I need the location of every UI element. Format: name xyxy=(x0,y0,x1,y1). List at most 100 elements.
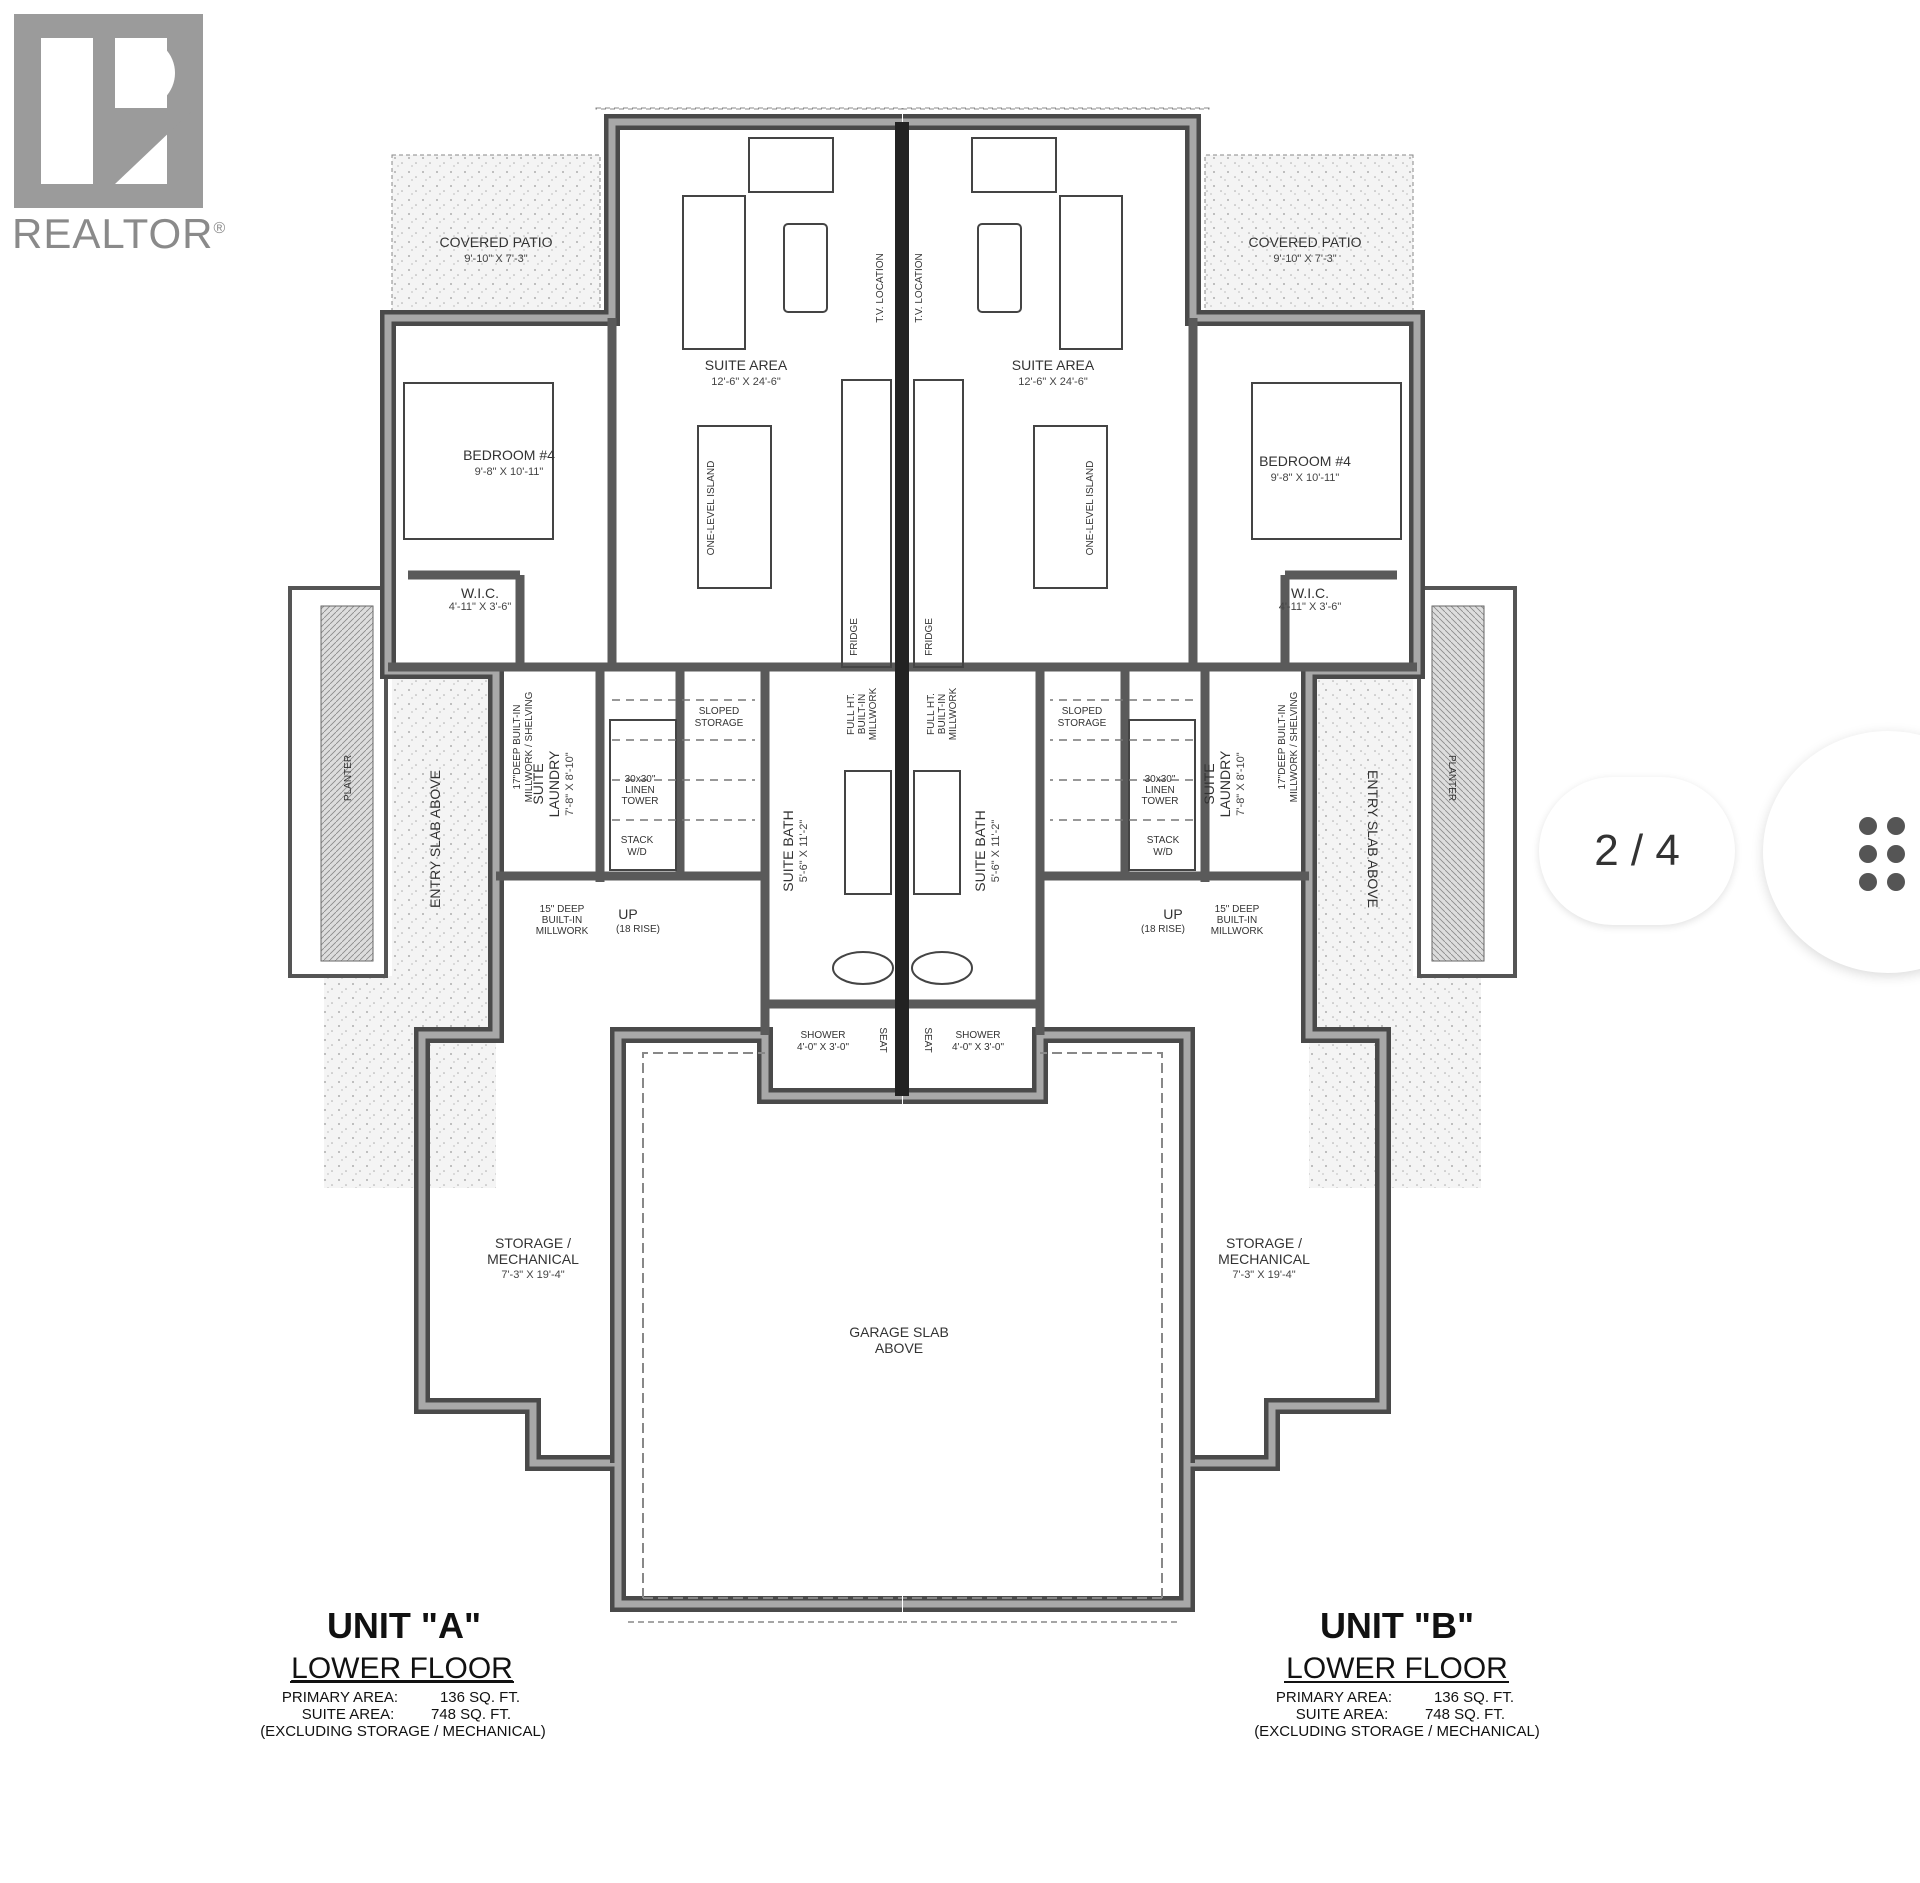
svg-text:TOWER: TOWER xyxy=(621,796,658,807)
svg-text:FRIDGE: FRIDGE xyxy=(924,618,935,656)
svg-text:UP: UP xyxy=(618,906,637,922)
svg-text:(18 RISE): (18 RISE) xyxy=(1141,924,1185,935)
svg-text:SUITE: SUITE xyxy=(530,763,546,804)
svg-text:9'-10" X 7'-3": 9'-10" X 7'-3" xyxy=(1273,253,1336,265)
svg-text:BUILT-IN: BUILT-IN xyxy=(542,915,582,926)
svg-text:PLANTER: PLANTER xyxy=(1446,755,1457,801)
svg-text:PRIMARY AREA:: PRIMARY AREA: xyxy=(1276,1689,1392,1706)
svg-text:15" DEEP: 15" DEEP xyxy=(540,904,585,915)
pager-label: 2 / 4 xyxy=(1594,826,1680,875)
svg-text:136 SQ. FT.: 136 SQ. FT. xyxy=(1434,1689,1514,1706)
svg-text:MILLWORK / SHELVING: MILLWORK / SHELVING xyxy=(524,691,535,802)
svg-text:COVERED PATIO: COVERED PATIO xyxy=(1248,234,1361,250)
svg-text:FULL HT.: FULL HT. xyxy=(846,693,857,735)
svg-text:W.I.C.: W.I.C. xyxy=(1291,585,1329,601)
svg-text:748 SQ. FT.: 748 SQ. FT. xyxy=(1425,1706,1505,1723)
svg-text:T.V. LOCATION: T.V. LOCATION xyxy=(875,253,886,322)
svg-text:7'-3" X 19'-4": 7'-3" X 19'-4" xyxy=(501,1269,564,1281)
svg-text:UP: UP xyxy=(1163,906,1182,922)
svg-text:BEDROOM #4: BEDROOM #4 xyxy=(1259,453,1351,469)
garage-label-2: ABOVE xyxy=(875,1340,923,1356)
svg-text:4'-0" X 3'-0": 4'-0" X 3'-0" xyxy=(797,1042,850,1053)
svg-text:9'-8" X 10'-11": 9'-8" X 10'-11" xyxy=(1271,472,1340,484)
svg-text:SUITE BATH: SUITE BATH xyxy=(972,810,988,891)
grid-dots-icon xyxy=(1859,817,1905,891)
svg-text:LOWER FLOOR: LOWER FLOOR xyxy=(291,1652,513,1685)
svg-text:30x30": 30x30" xyxy=(1145,774,1176,785)
svg-text:7'-3" X 19'-4": 7'-3" X 19'-4" xyxy=(1232,1269,1295,1281)
svg-text:(18 RISE): (18 RISE) xyxy=(616,924,660,935)
svg-text:136 SQ. FT.: 136 SQ. FT. xyxy=(440,1689,520,1706)
svg-text:BUILT-IN: BUILT-IN xyxy=(937,694,948,734)
unit-b-labels: COVERED PATIO 9'-10" X 7'-3" SUITE AREA … xyxy=(914,234,1457,1281)
svg-text:COVERED PATIO: COVERED PATIO xyxy=(439,234,552,250)
svg-text:SUITE AREA: SUITE AREA xyxy=(705,357,788,373)
svg-text:5'-6" X 11'-2": 5'-6" X 11'-2" xyxy=(798,820,810,883)
svg-text:MILLWORK: MILLWORK xyxy=(948,687,959,740)
svg-text:STACK: STACK xyxy=(1147,835,1180,846)
svg-text:STORAGE /: STORAGE / xyxy=(1226,1235,1302,1251)
svg-text:TOWER: TOWER xyxy=(1141,796,1178,807)
svg-text:ENTRY SLAB ABOVE: ENTRY SLAB ABOVE xyxy=(427,770,443,908)
svg-text:W.I.C.: W.I.C. xyxy=(461,585,499,601)
svg-text:4'-0" X 3'-0": 4'-0" X 3'-0" xyxy=(952,1042,1005,1053)
svg-text:15" DEEP: 15" DEEP xyxy=(1215,904,1260,915)
svg-text:30x30": 30x30" xyxy=(625,774,656,785)
svg-text:SEAT: SEAT xyxy=(877,1027,888,1052)
svg-text:LAUNDRY: LAUNDRY xyxy=(546,750,562,817)
svg-text:FRIDGE: FRIDGE xyxy=(849,618,860,656)
svg-text:UNIT "B": UNIT "B" xyxy=(1320,1605,1474,1646)
svg-text:SUITE AREA:: SUITE AREA: xyxy=(302,1706,395,1723)
svg-text:UNIT "A": UNIT "A" xyxy=(327,1605,481,1646)
svg-text:STACK: STACK xyxy=(621,835,654,846)
svg-text:SUITE AREA:: SUITE AREA: xyxy=(1296,1706,1389,1723)
svg-text:(EXCLUDING STORAGE / MECHANICA: (EXCLUDING STORAGE / MECHANICAL) xyxy=(260,1723,546,1740)
realtor-logo xyxy=(14,14,203,208)
svg-text:LINEN: LINEN xyxy=(625,785,654,796)
svg-text:12'-6" X 24'-6": 12'-6" X 24'-6" xyxy=(1018,376,1088,388)
svg-text:PLANTER: PLANTER xyxy=(343,755,354,801)
svg-text:SLOPED: SLOPED xyxy=(1062,706,1103,717)
svg-text:LAUNDRY: LAUNDRY xyxy=(1217,750,1233,817)
svg-text:7'-8" X 8'-10": 7'-8" X 8'-10" xyxy=(1235,752,1247,815)
svg-text:SUITE BATH: SUITE BATH xyxy=(780,810,796,891)
garage-label: GARAGE SLAB xyxy=(849,1324,949,1340)
svg-text:MILLWORK: MILLWORK xyxy=(1211,926,1264,937)
realtor-wordmark: REALTOR® xyxy=(12,210,227,257)
unit-a-title-block: UNIT "A" LOWER FLOOR PRIMARY AREA: 136 S… xyxy=(260,1605,546,1740)
svg-text:9'-10" X 7'-3": 9'-10" X 7'-3" xyxy=(464,253,527,265)
svg-text:SHOWER: SHOWER xyxy=(956,1030,1001,1041)
svg-text:17"DEEP BUILT-IN: 17"DEEP BUILT-IN xyxy=(1277,705,1288,790)
svg-text:BEDROOM #4: BEDROOM #4 xyxy=(463,447,555,463)
unit-a-plan xyxy=(290,108,902,1622)
svg-text:ENTRY SLAB ABOVE: ENTRY SLAB ABOVE xyxy=(1365,770,1381,908)
unit-b-title-block: UNIT "B" LOWER FLOOR PRIMARY AREA: 136 S… xyxy=(1254,1605,1540,1740)
svg-text:BUILT-IN: BUILT-IN xyxy=(1217,915,1257,926)
unit-a-labels: COVERED PATIO 9'-10" X 7'-3" SUITE AREA … xyxy=(343,234,888,1281)
svg-text:MILLWORK: MILLWORK xyxy=(536,926,589,937)
svg-text:FULL HT.: FULL HT. xyxy=(926,693,937,735)
svg-text:SHOWER: SHOWER xyxy=(801,1030,846,1041)
svg-text:PRIMARY AREA:: PRIMARY AREA: xyxy=(282,1689,398,1706)
svg-text:17"DEEP BUILT-IN: 17"DEEP BUILT-IN xyxy=(512,705,523,790)
svg-text:748 SQ. FT.: 748 SQ. FT. xyxy=(431,1706,511,1723)
svg-text:9'-8" X 10'-11": 9'-8" X 10'-11" xyxy=(475,466,544,478)
svg-text:LOWER FLOOR: LOWER FLOOR xyxy=(1286,1652,1508,1685)
svg-text:MILLWORK: MILLWORK xyxy=(868,687,879,740)
svg-text:ONE-LEVEL ISLAND: ONE-LEVEL ISLAND xyxy=(706,461,717,556)
svg-text:BUILT-IN: BUILT-IN xyxy=(857,694,868,734)
svg-text:SUITE: SUITE xyxy=(1201,763,1217,804)
svg-text:STORAGE: STORAGE xyxy=(695,718,744,729)
svg-text:W/D: W/D xyxy=(627,847,646,858)
svg-text:7'-8" X 8'-10": 7'-8" X 8'-10" xyxy=(564,752,576,815)
svg-text:W/D: W/D xyxy=(1153,847,1172,858)
svg-text:STORAGE: STORAGE xyxy=(1058,718,1107,729)
svg-text:MECHANICAL: MECHANICAL xyxy=(1218,1251,1310,1267)
svg-text:(EXCLUDING STORAGE / MECHANICA: (EXCLUDING STORAGE / MECHANICAL) xyxy=(1254,1723,1540,1740)
svg-text:SEAT: SEAT xyxy=(922,1027,933,1052)
svg-text:MILLWORK / SHELVING: MILLWORK / SHELVING xyxy=(1289,691,1300,802)
image-pager-counter: 2 / 4 xyxy=(1539,777,1735,925)
svg-text:SUITE AREA: SUITE AREA xyxy=(1012,357,1095,373)
svg-text:LINEN: LINEN xyxy=(1145,785,1174,796)
